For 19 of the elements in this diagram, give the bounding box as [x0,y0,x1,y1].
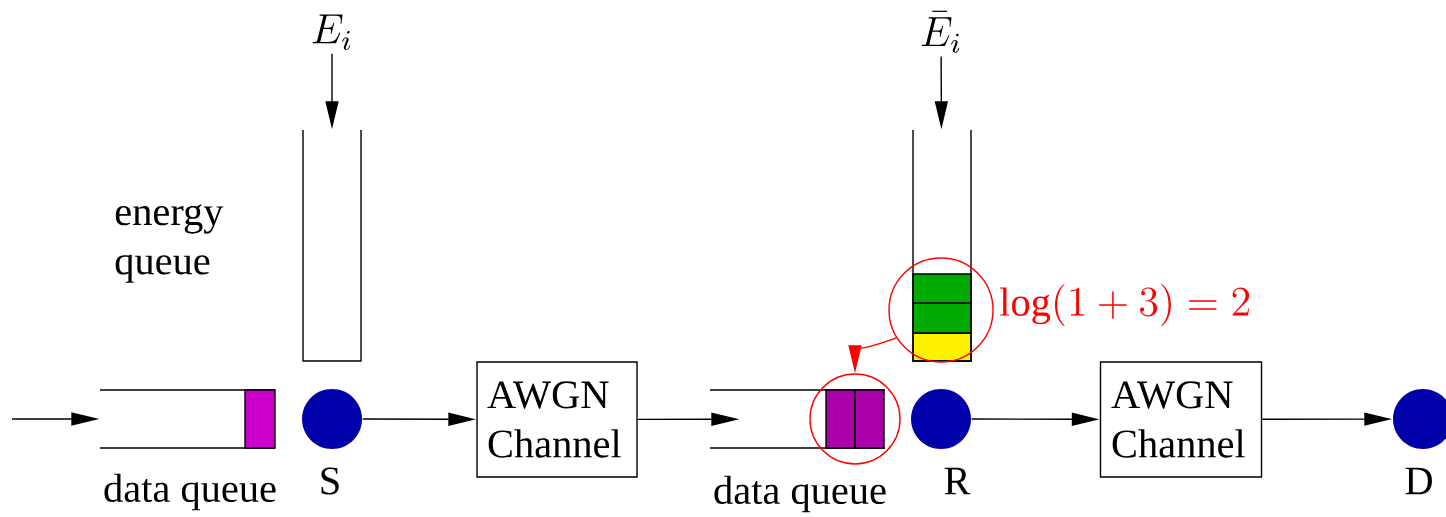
highlight-circle [809,373,901,465]
energy-queue-drawing [912,129,972,362]
channel-box: AWGN Channel [476,361,638,478]
node-circle [302,389,362,449]
energy-arrival-label: $\bar{E}_i$ [921,10,960,53]
data-queue-drawing [709,389,886,449]
data-queue-drawing [99,389,276,449]
annotation-label: $\log(1+3) = 2$ [1000,283,1250,327]
queue-label: energy queue [115,204,224,283]
energy-arrival-label: $E_i$ [312,14,351,50]
queue-label: data queue [104,473,276,511]
node-circle [911,389,971,449]
node-label: R [944,467,971,495]
energy-queue-drawing [302,129,362,362]
highlight-circle [888,257,994,363]
channel-box: AWGN Channel [1099,361,1263,478]
node-label: S [321,467,339,495]
queue-label: data queue [714,475,886,513]
node-label: D [1405,467,1432,495]
